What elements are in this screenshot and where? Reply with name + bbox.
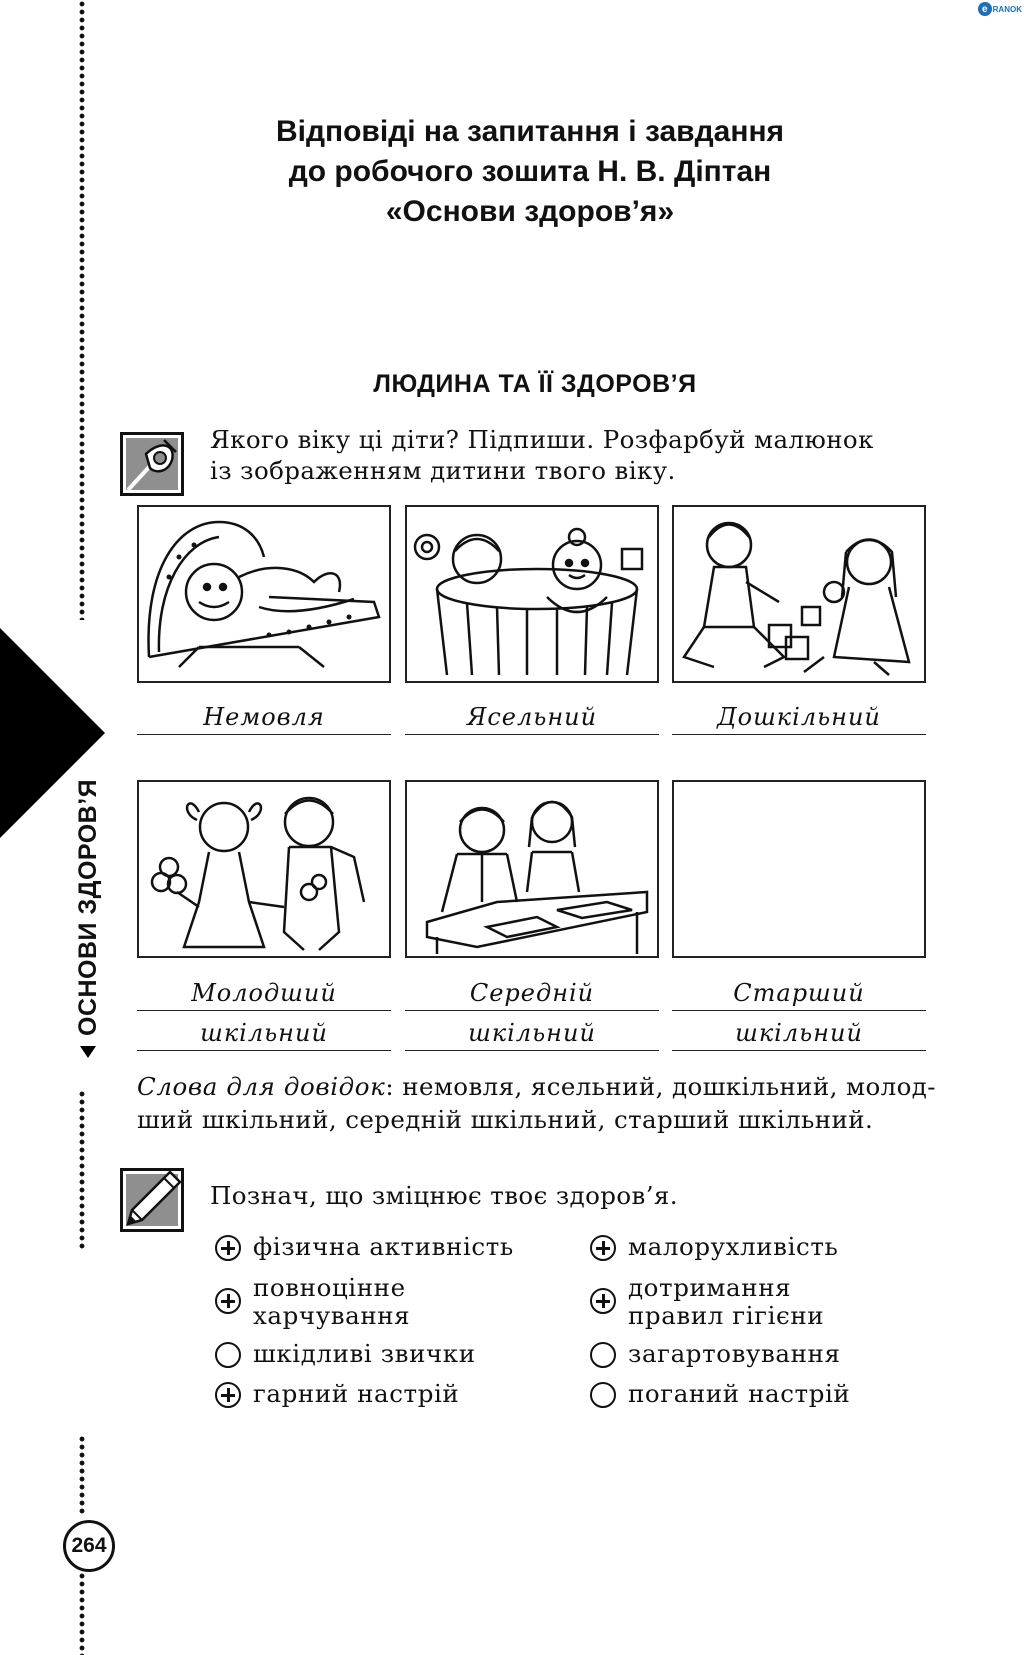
preschool-children-playing-drawing (682, 521, 911, 676)
pencil-icon (120, 1168, 184, 1232)
answer-line-4b: шкільний (137, 1016, 391, 1051)
answer-line-6b: шкільний (672, 1016, 926, 1051)
pupils-at-desk-drawing (425, 800, 649, 954)
dotted-margin-line-top (78, 0, 86, 620)
option-bad-habits[interactable]: шкідливі звички (215, 1340, 476, 1368)
baby-in-stroller-picture (137, 505, 391, 683)
task2-prompt: Познач, що зміцнює твоє здоров’я. (210, 1181, 678, 1210)
answer-line-5b: шкільний (405, 1016, 659, 1051)
option-low-mobility[interactable]: малорухливість (590, 1233, 838, 1261)
dotted-margin-line-footer (78, 1572, 86, 1655)
pupils-at-desk-picture (405, 780, 659, 958)
option-good-mood[interactable]: гарний настрій (215, 1380, 459, 1408)
checkbox-checked-icon[interactable] (215, 1288, 241, 1314)
option-bad-mood[interactable]: поганий настрій (590, 1380, 850, 1408)
answer-line-5a: Середній (405, 976, 659, 1011)
option-physical-activity[interactable]: фізична активність (215, 1233, 514, 1261)
answer-line-3: Дошкільний (672, 700, 926, 735)
answer-line-1: Немовля (137, 700, 391, 735)
dotted-margin-line-bottom (78, 1435, 86, 1515)
page-title: Відповіді на запитання і завдання до роб… (275, 115, 785, 228)
draw-pen-icon (120, 432, 184, 496)
section-tab-triangle (0, 628, 105, 838)
toddlers-in-playpen-drawing (413, 527, 644, 676)
answer-line-6a: Старший (672, 976, 926, 1011)
answer-line-4a: Молодший (137, 976, 391, 1011)
toddlers-in-playpen-picture (405, 505, 659, 683)
section-title: ЛЮДИНА ТА ЇЇ ЗДОРОВ’Я (373, 370, 697, 398)
task1-instruction: Якого віку ці діти? Підпиши. Розфарбуй м… (210, 425, 874, 485)
first-graders-with-flowers-drawing (150, 796, 366, 951)
first-graders-with-flowers-picture (137, 780, 391, 958)
checkbox-checked-icon[interactable] (215, 1382, 241, 1408)
checkbox-checked-icon[interactable] (590, 1235, 616, 1261)
dotted-margin-line-middle (78, 1090, 86, 1250)
checkbox-empty-icon[interactable] (590, 1342, 616, 1368)
answer-line-2: Ясельний (405, 700, 659, 735)
checkbox-checked-icon[interactable] (215, 1235, 241, 1261)
reference-words: Слова для довідок: немовля, ясельний, до… (137, 1072, 936, 1134)
checkbox-empty-icon[interactable] (215, 1342, 241, 1368)
page-number: 264 (63, 1520, 115, 1572)
option-hardening[interactable]: загартовування (590, 1340, 841, 1368)
preschool-children-playing-picture (672, 505, 926, 683)
checkbox-empty-icon[interactable] (590, 1382, 616, 1408)
checkbox-checked-icon[interactable] (590, 1288, 616, 1314)
side-section-label: ОСНОВИ ЗДОРОВ’Я (68, 770, 108, 1060)
baby-in-stroller-drawing (147, 520, 381, 668)
empty-frame (672, 780, 926, 958)
arrow-icon (80, 1046, 96, 1058)
